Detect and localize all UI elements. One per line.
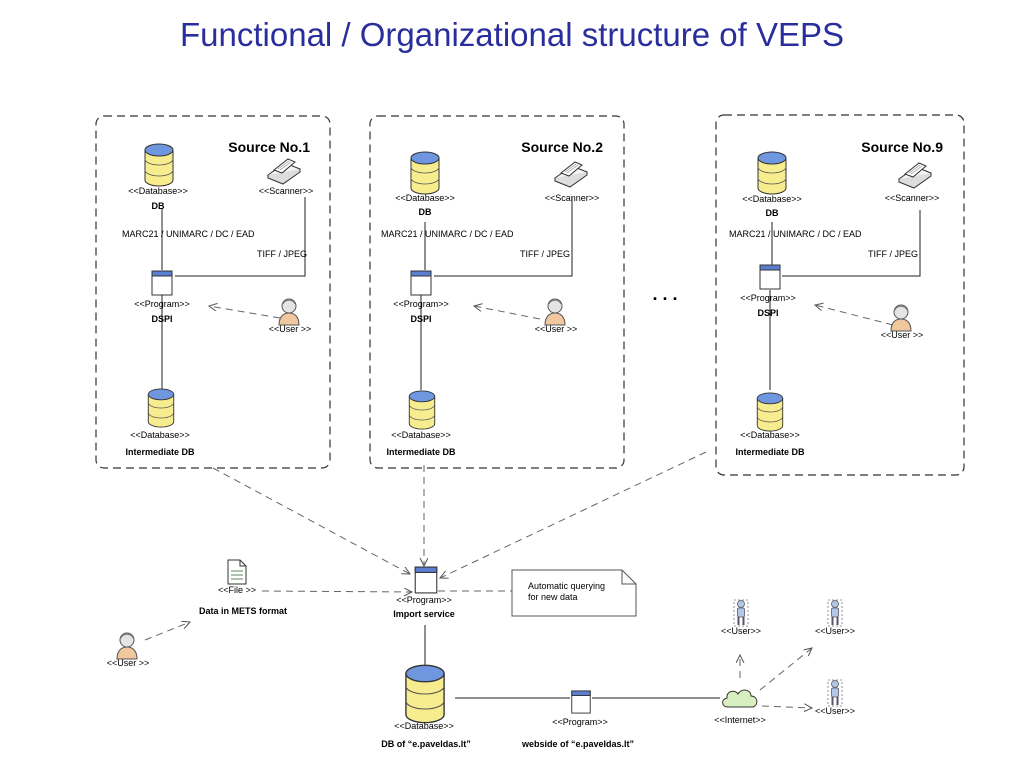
database-icon (757, 151, 787, 195)
web-user-stereotype: <<User>> (815, 626, 855, 636)
import-service-name: Import service (393, 609, 455, 619)
intermediate-db-name: Intermediate DB (125, 447, 195, 457)
intermediate-db-name: Intermediate DB (735, 447, 805, 457)
web-user-icon (830, 599, 840, 626)
database-stereotype: <<Database>> (742, 194, 802, 204)
import-connections (144, 451, 812, 708)
scanner-icon (554, 161, 588, 188)
source-group-2: Source No.2 <<Database>> DB <<Scanner>> … (369, 115, 625, 469)
database-icon (405, 664, 445, 724)
scanner-stereotype: <<Scanner>> (545, 193, 600, 203)
user-icon (278, 298, 300, 326)
metadata-formats-label: MARC21 / UNIMARC / DC / EAD (381, 229, 514, 239)
main-db-stereotype: <<Database>> (394, 721, 454, 731)
metadata-formats-label: MARC21 / UNIMARC / DC / EAD (729, 229, 862, 239)
website-name: webside of “e.paveldas.lt” (521, 739, 634, 749)
note-line-1: Automatic querying (528, 581, 605, 591)
program-name: DSPI (151, 314, 172, 324)
program-stereotype: <<Program>> (134, 299, 190, 309)
website-stereotype: <<Program>> (552, 717, 608, 727)
program-name: DSPI (757, 308, 778, 318)
source-group-9: Source No.9 <<Database>> DB <<Scanner>> … (715, 114, 965, 476)
program-icon (571, 690, 591, 714)
program-icon (414, 566, 438, 594)
image-formats-label: TIFF / JPEG (868, 249, 918, 259)
user-icon (544, 298, 566, 326)
program-icon (410, 270, 432, 296)
image-formats-label: TIFF / JPEG (520, 249, 570, 259)
program-name: DSPI (410, 314, 431, 324)
database-icon (144, 143, 174, 187)
source-boundary (95, 115, 331, 469)
main-db-name: DB of “e.paveldas.lt” (381, 739, 471, 749)
intermediate-db-stereotype: <<Database>> (130, 430, 190, 440)
database-icon (147, 388, 175, 428)
source-title: Source No.1 (228, 139, 310, 155)
database-stereotype: <<Database>> (395, 193, 455, 203)
intermediate-db-stereotype: <<Database>> (740, 430, 800, 440)
database-icon (410, 151, 440, 195)
scanner-icon (267, 158, 301, 185)
source-title: Source No.9 (861, 139, 943, 155)
internet-cloud-icon (722, 689, 758, 708)
intermediate-db-name: Intermediate DB (386, 447, 456, 457)
scanner-stereotype: <<Scanner>> (259, 186, 314, 196)
metadata-formats-label: MARC21 / UNIMARC / DC / EAD (122, 229, 255, 239)
source-title: Source No.2 (521, 139, 603, 155)
web-user-icon (736, 599, 746, 626)
program-stereotype: <<Program>> (393, 299, 449, 309)
program-icon (759, 264, 781, 290)
database-name: DB (152, 201, 165, 211)
database-icon (756, 392, 784, 432)
source-boundary (369, 115, 625, 469)
user-icon (116, 632, 138, 660)
intermediate-db-stereotype: <<Database>> (391, 430, 451, 440)
file-name: Data in METS format (199, 606, 287, 616)
scanner-icon (898, 162, 932, 189)
file-icon (227, 559, 247, 585)
program-stereotype: <<Program>> (740, 293, 796, 303)
database-icon (408, 390, 436, 430)
user-stereotype: <<User >> (107, 658, 150, 668)
more-sources-ellipsis: . . . (652, 284, 677, 304)
source-boundary (715, 114, 965, 476)
program-icon (151, 270, 173, 296)
user-stereotype: <<User >> (269, 324, 312, 334)
slide-title: Functional / Organizational structure of… (180, 16, 844, 53)
image-formats-label: TIFF / JPEG (257, 249, 307, 259)
database-stereotype: <<Database>> (128, 186, 188, 196)
web-user-stereotype: <<User>> (721, 626, 761, 636)
user-stereotype: <<User >> (535, 324, 578, 334)
import-stereotype: <<Program>> (396, 595, 452, 605)
database-name: DB (766, 208, 779, 218)
file-stereotype: <<File >> (218, 585, 256, 595)
user-icon (890, 304, 912, 332)
database-name: DB (419, 207, 432, 217)
web-user-stereotype: <<User>> (815, 706, 855, 716)
internet-stereotype: <<Internet>> (714, 715, 766, 725)
scanner-stereotype: <<Scanner>> (885, 193, 940, 203)
web-user-icon (830, 679, 840, 706)
user-stereotype: <<User >> (881, 330, 924, 340)
note-line-2: for new data (528, 592, 578, 602)
note: Automatic querying for new data (511, 569, 637, 617)
source-group-1: Source No.1 <<Database>> DB <<Scanner>> … (95, 115, 331, 469)
